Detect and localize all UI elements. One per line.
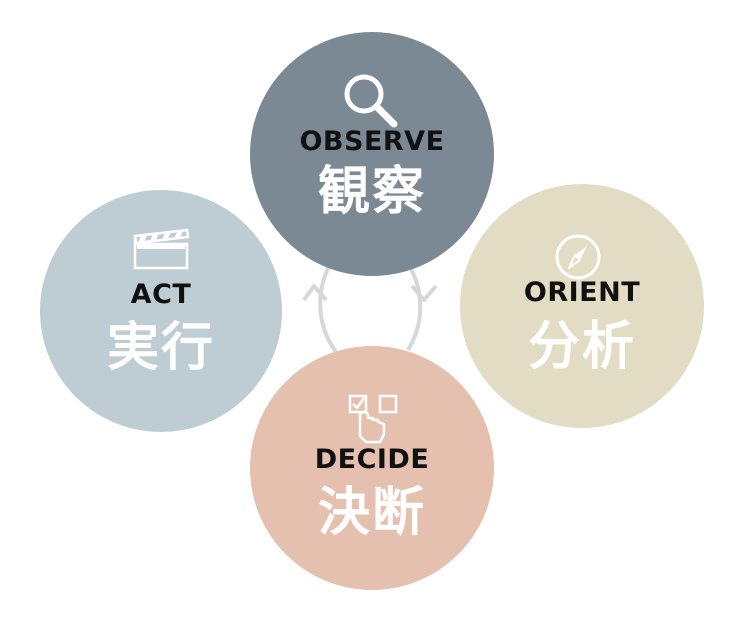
decide-circle xyxy=(250,346,494,590)
cycle-arrowhead-left xyxy=(302,284,328,302)
observe-label-jp: 観察 xyxy=(317,162,427,222)
observe-label: OBSERVE xyxy=(299,126,445,157)
observe-circle xyxy=(250,32,494,276)
act-label: ACT xyxy=(130,279,192,310)
act-label-jp: 実行 xyxy=(106,318,216,378)
compass-icon xyxy=(555,234,601,280)
clapperboard-icon xyxy=(133,228,190,270)
orient-circle xyxy=(460,184,704,428)
magnifier-icon xyxy=(344,74,398,128)
cycle-arrow-right xyxy=(402,256,423,352)
cycle-arrow-left xyxy=(318,256,338,354)
cycle-arrowhead-right xyxy=(410,284,438,302)
act-circle xyxy=(40,190,282,432)
checkbox-click-icon xyxy=(348,394,398,444)
orient-label-jp: 分析 xyxy=(527,317,637,377)
decide-label-jp: 決断 xyxy=(317,483,427,543)
decide-label: DECIDE xyxy=(314,444,430,475)
orient-label: ORIENT xyxy=(523,277,641,308)
